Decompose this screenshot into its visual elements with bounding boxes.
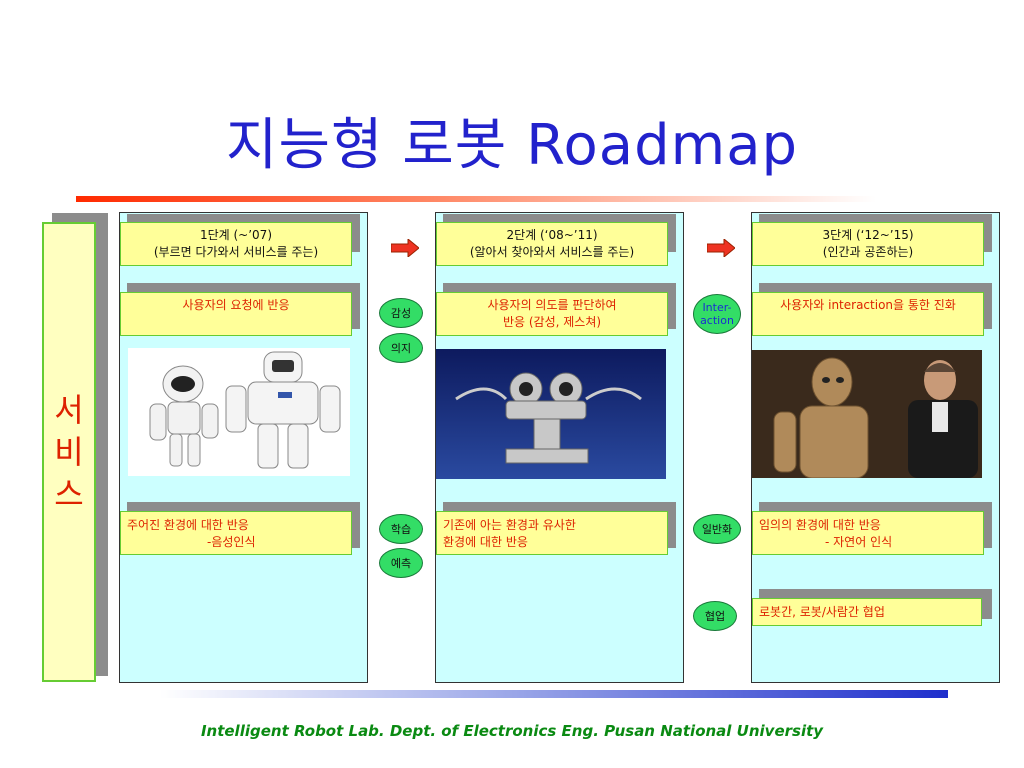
oval-interaction: Inter- action [693,294,741,334]
service-label-box: 서비스 [42,222,96,682]
stage-3-box2-line1: 임의의 환경에 대한 반응 [759,518,881,532]
stage-1-to-2-arrow-icon [391,239,419,257]
stage-1-box2: 주어진 환경에 대한 반응 -음성인식 [120,511,352,555]
stage-2-box2-line2: 환경에 대한 반응 [443,535,528,549]
oval-interaction-line2: action [700,314,734,327]
oval-gamseong: 감성 [379,298,423,328]
stage-2-box1-line2: 반응 (감성, 제스쳐) [502,315,602,329]
oval-uiji: 의지 [379,333,423,363]
stage-2-robot-photo [436,349,666,479]
oval-hyeobeop: 협업 [693,601,737,631]
oval-ilbanhwa: 일반화 [693,514,741,544]
title-divider [76,196,876,202]
stage-1-robot-photo [128,348,350,476]
stage-3-box1: 사용자와 interaction을 통한 진화 [752,292,984,336]
page-title: 지능형 로봇 Roadmap [225,113,799,178]
stage-1-period: 1단계 (~’07) [199,228,273,242]
oval-hakseup: 학습 [379,514,423,544]
stage-3-box3: 로봇간, 로봇/사람간 협업 [752,598,982,626]
stage-2-to-3-arrow-icon [707,239,735,257]
stage-3-robot-photo [752,350,982,478]
stage-1-box2-line2: -음성인식 [207,535,256,549]
footer-divider [160,690,948,698]
stage-3-box1-text: 사용자와 interaction을 통한 진화 [780,298,956,312]
service-label-text: 서비스 [54,391,84,513]
stage-1-subtitle: (부르면 다가와서 서비스를 주는) [153,245,319,259]
oval-yecheuk: 예측 [379,548,423,578]
stage-1-box1-text: 사용자의 요청에 반응 [182,298,290,312]
stage-2-box2: 기존에 아는 환경과 유사한 환경에 대한 반응 [436,511,668,555]
stage-2-box1: 사용자의 의도를 판단하여 반응 (감성, 제스쳐) [436,292,668,336]
stage-3-box2: 임의의 환경에 대한 반응 - 자연어 인식 [752,511,984,555]
stage-3-period: 3단계 (‘12~’15) [822,228,914,242]
oval-interaction-line1: Inter- [702,301,732,314]
footer-text: Intelligent Robot Lab. Dept. of Electron… [200,722,824,740]
stage-2-header: 2단계 (‘08~’11) (알아서 찾아와서 서비스를 주는) [436,222,668,266]
stage-1-box2-line1: 주어진 환경에 대한 반응 [127,518,249,532]
stage-2-subtitle: (알아서 찾아와서 서비스를 주는) [469,245,635,259]
stage-3-box3-text: 로봇간, 로봇/사람간 협업 [759,605,885,619]
stage-2-box1-line1: 사용자의 의도를 판단하여 [487,298,617,312]
stage-2-period: 2단계 (‘08~’11) [506,228,598,242]
stage-3-box2-line2: - 자연어 인식 [825,535,893,549]
stage-3-header: 3단계 (‘12~’15) (인간과 공존하는) [752,222,984,266]
stage-2-box2-line1: 기존에 아는 환경과 유사한 [443,518,576,532]
stage-3-subtitle: (인간과 공존하는) [822,245,914,259]
stage-1-header: 1단계 (~’07) (부르면 다가와서 서비스를 주는) [120,222,352,266]
stage-1-box1: 사용자의 요청에 반응 [120,292,352,336]
